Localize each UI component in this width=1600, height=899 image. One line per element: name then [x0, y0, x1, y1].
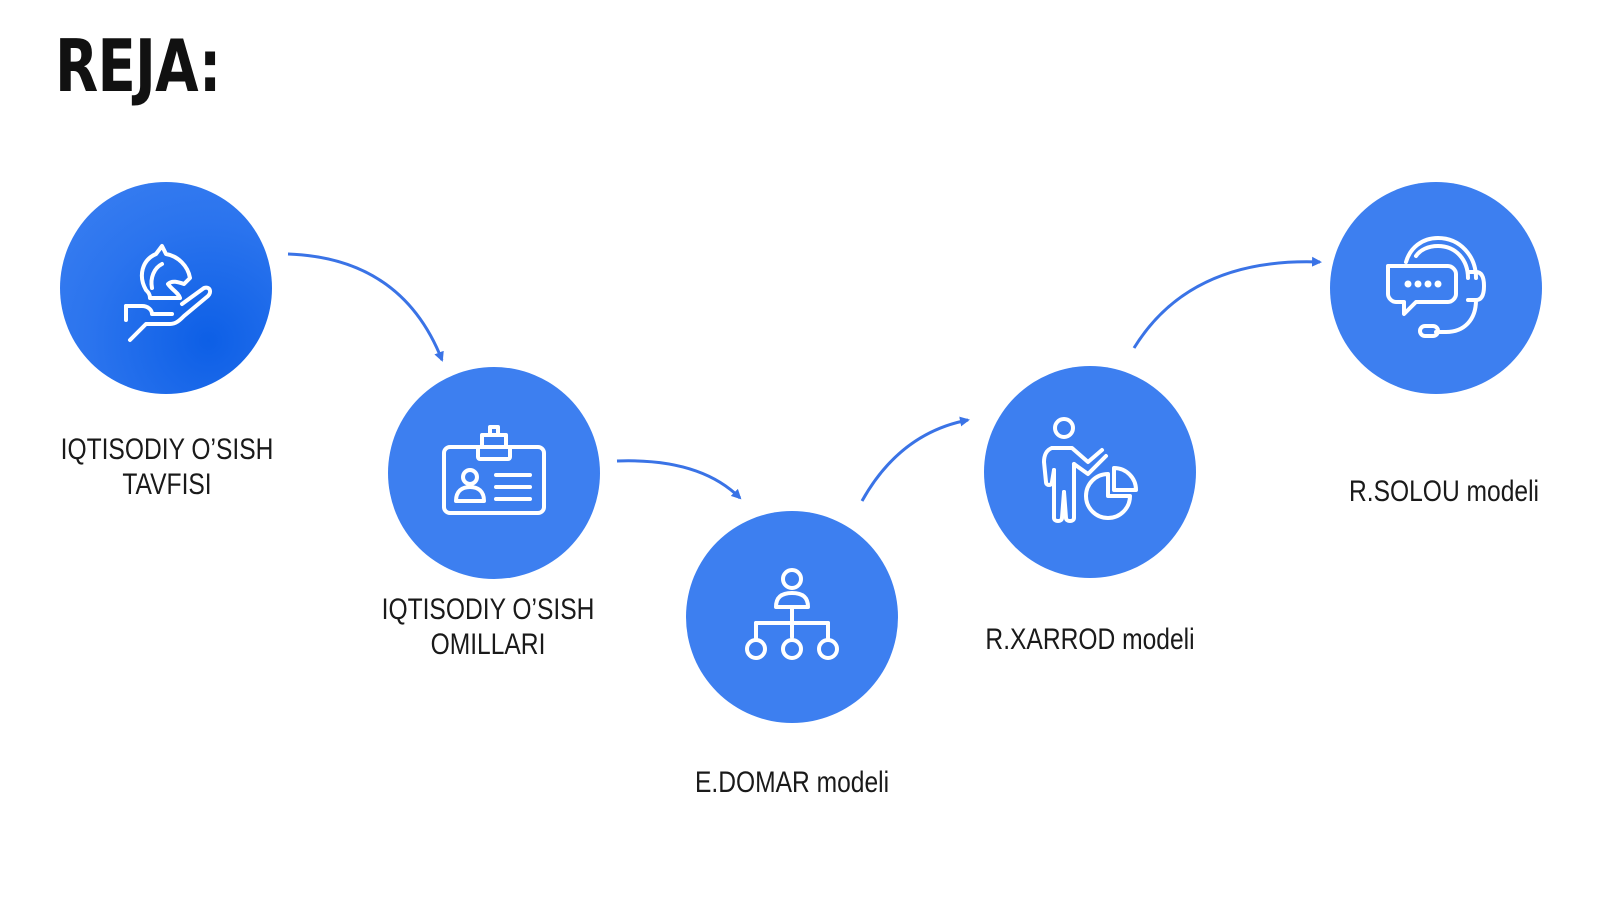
chess-knight-hand-icon — [124, 244, 213, 342]
step-4-circle — [984, 366, 1196, 578]
arrow-2-to-3 — [616, 459, 742, 500]
step-1-label: IQTISODIY O’SISH TAVFISI — [60, 433, 274, 501]
step-2-label: IQTISODIY O’SISH OMILLARI — [381, 593, 595, 661]
arrow-3-to-4 — [860, 416, 970, 502]
step-4-label: R.XARROD modeli — [985, 623, 1195, 656]
step-5-label: R.SOLOU modeli — [1348, 475, 1540, 508]
presenter-pie-chart-icon — [1042, 417, 1138, 523]
slide-title: REJA: — [55, 24, 221, 108]
step-3-circle — [686, 511, 898, 723]
step-3-label: E.DOMAR modeli — [694, 766, 890, 799]
step-2-circle — [388, 367, 600, 579]
id-badge-icon — [442, 425, 546, 515]
org-structure-icon — [745, 568, 839, 660]
arrow-4-to-5 — [1132, 256, 1322, 349]
step-5-circle — [1330, 182, 1542, 394]
arrow-1-to-2 — [287, 252, 444, 362]
step-1-circle — [60, 182, 272, 394]
headset-chat-icon — [1386, 236, 1486, 338]
